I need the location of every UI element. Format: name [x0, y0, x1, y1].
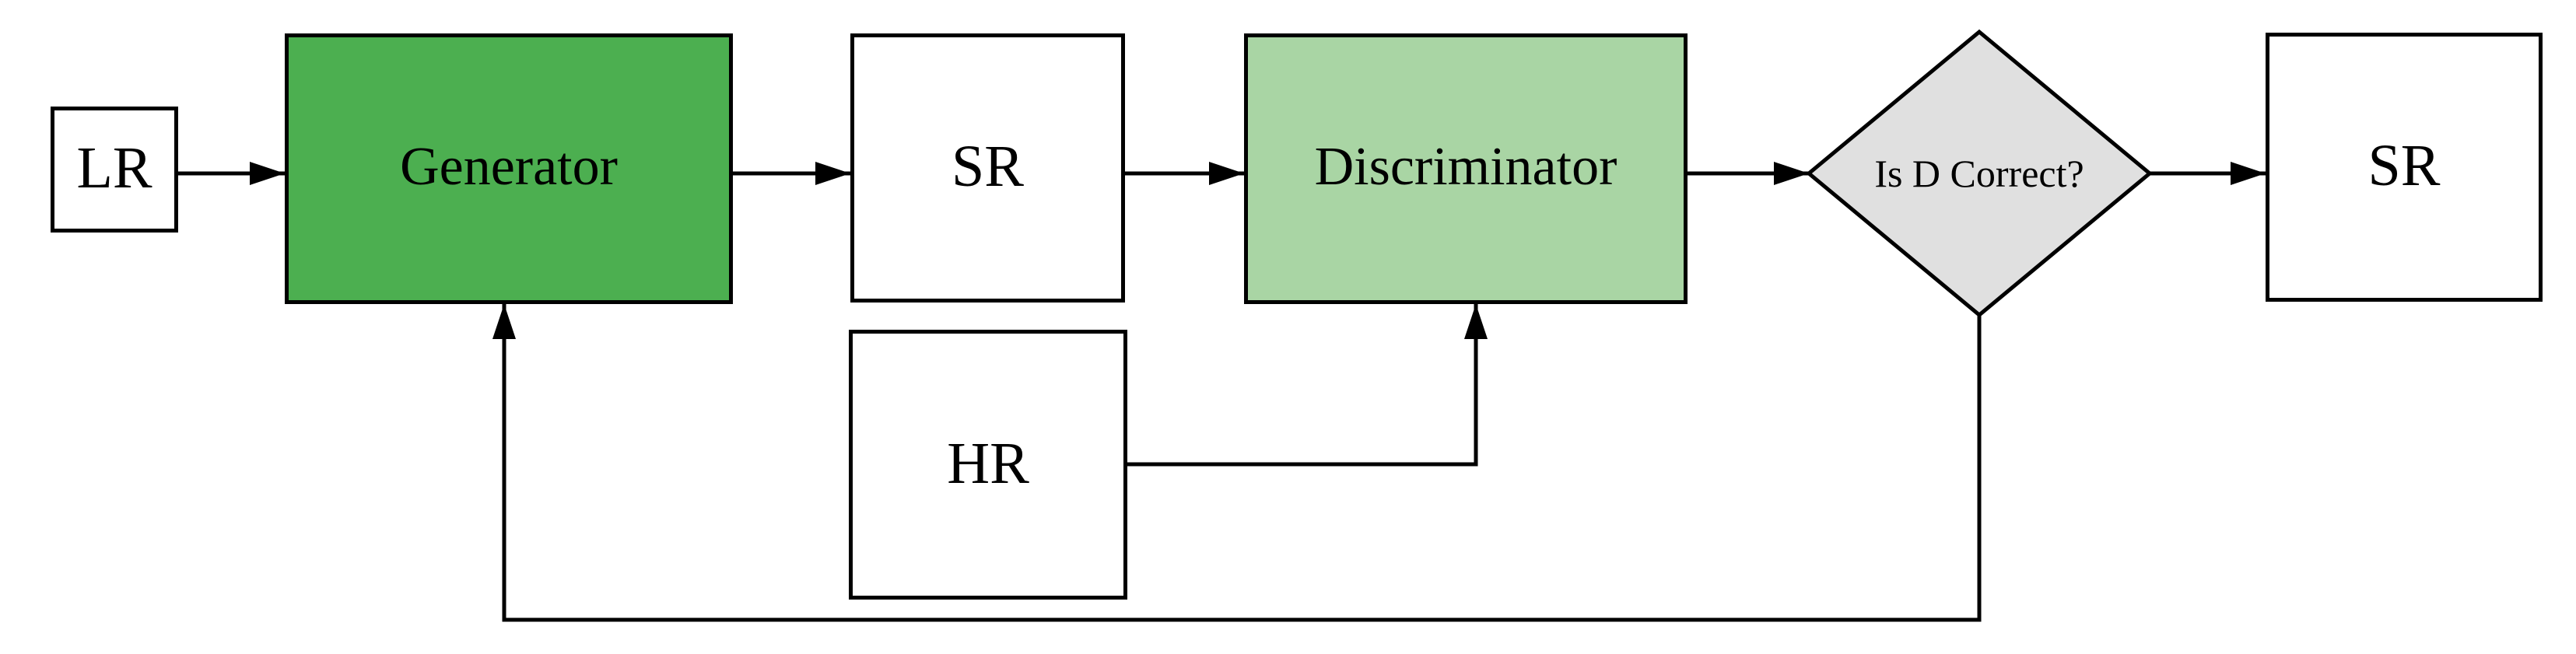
generator-node-label: Generator	[400, 137, 618, 197]
lr-node-label: LR	[76, 135, 152, 201]
hr-node-label: HR	[947, 430, 1029, 496]
sr-output-node-label: SR	[2367, 133, 2441, 198]
decision-node-label: Is D Correct?	[1874, 152, 2084, 195]
edge-hr-discriminator	[1127, 304, 1488, 467]
generator-node: Generator	[285, 33, 733, 304]
discriminator-node: Discriminator	[1244, 33, 1688, 304]
sr-generated-node-label: SR	[952, 134, 1024, 199]
hr-node: HR	[849, 330, 1127, 600]
lr-node: LR	[51, 107, 178, 233]
discriminator-node-label: Discriminator	[1314, 137, 1617, 197]
edge-decision-generator-feedback	[492, 304, 1982, 622]
sr-generated-node: SR	[850, 33, 1125, 303]
sr-output-node: SR	[2266, 33, 2543, 302]
decision-node: Is D Correct?	[1816, 131, 2143, 216]
